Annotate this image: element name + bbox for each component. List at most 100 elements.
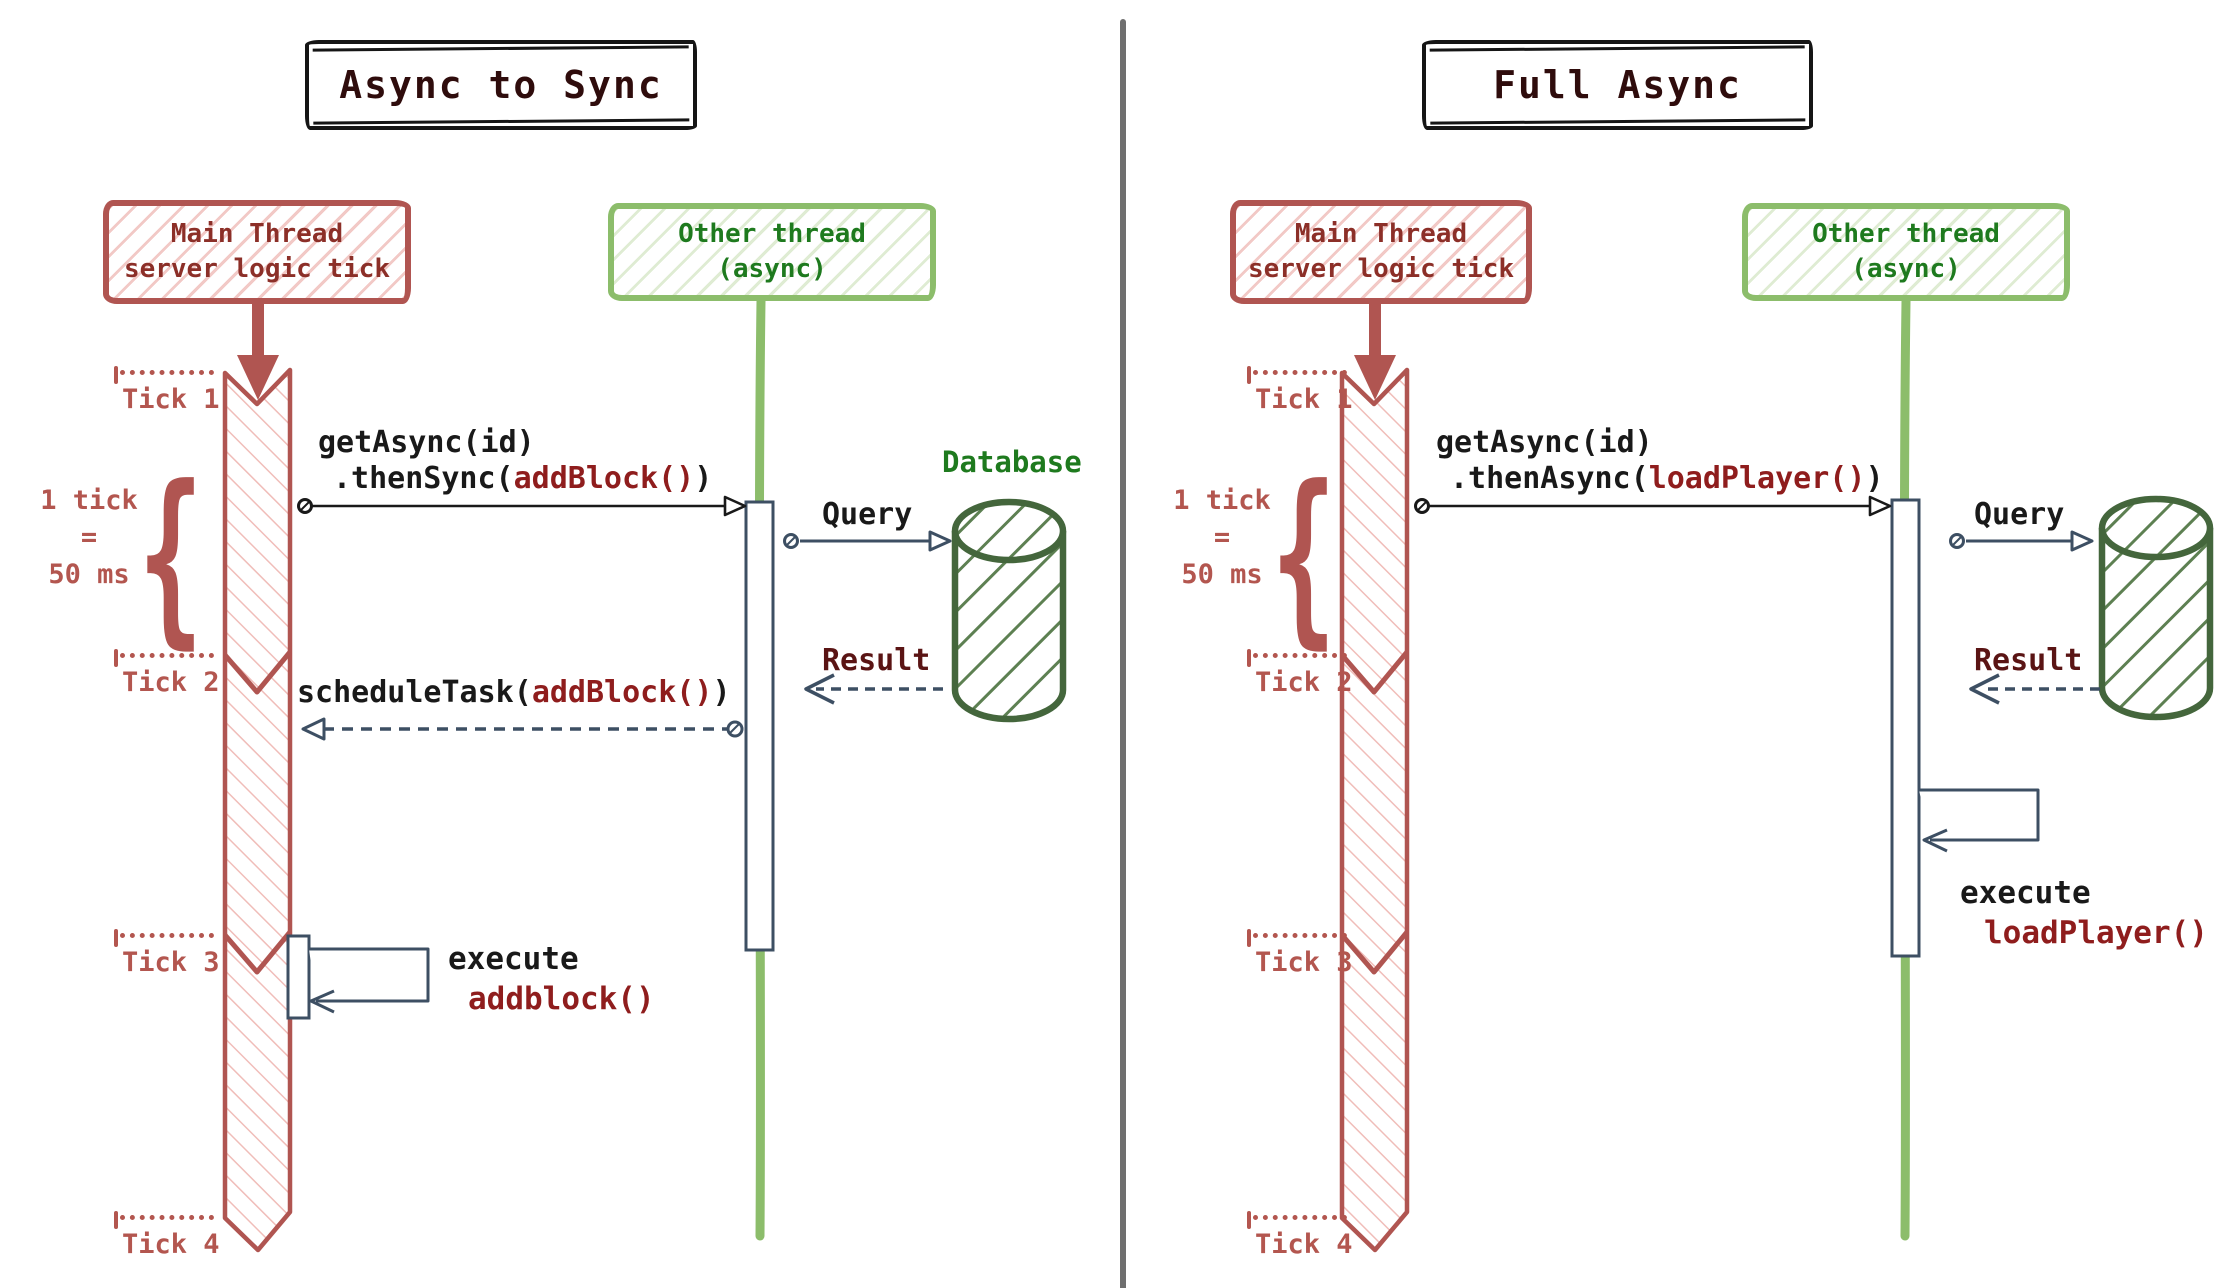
result-arrowhead [804,673,835,705]
main-thread-actor-line2: server logic tick [123,254,391,284]
other-thread-actor-line2: (async) [717,254,827,284]
self-call-loop-right [1919,788,2040,842]
execute-label-line2-right: loadPlayer() [1984,915,2208,951]
main-thread-connector-arrowhead-right [1354,355,1396,400]
schedule-return-arrowhead [301,717,326,741]
other-thread-activation-bar [744,500,775,952]
tick3-label: Tick 3 [122,947,220,978]
main-thread-actor-box: Main Thread server logic tick [103,200,411,304]
other-thread-activation-bar-right [1890,498,1921,958]
schedule-label: scheduleTask(addBlock()) [297,675,731,711]
other-thread-actor-line1: Other thread [678,218,866,249]
tick3-boundary-chevron-right [1340,930,1409,975]
tick1-mark-right [1247,366,1251,384]
main-thread-actor-box-right: Main Thread server logic tick [1230,200,1532,304]
tick1-mark [114,366,118,384]
call-label-line2-right: .thenAsync(loadPlayer()) [1450,461,1884,497]
tick-duration-brace: { [138,446,204,667]
tick-duration-note: 1 tick = 50 ms [34,482,144,593]
panel-title-text: Async to Sync [339,63,663,107]
query-origin-circle-slash-right [1951,535,1963,547]
other-thread-actor-box-right: Other thread (async) [1742,203,2070,301]
schedule-label-post: ) [712,675,731,710]
tick4-label-right: Tick 4 [1255,1229,1353,1260]
main-thread-actor-line1: Main Thread [170,218,344,249]
call-arrowhead-right [1868,495,1892,517]
query-label: Query [822,497,913,532]
result-arrowhead-right [1969,673,2000,705]
tick-duration-note-right: 1 tick = 50 ms [1167,482,1277,593]
tick1-dotline-right [1253,370,1347,375]
tick-duration-line3-right: 50 ms [1181,559,1263,590]
main-thread-lifeline-band-right [1339,367,1410,1253]
execute-label-line1: execute [448,941,579,977]
call-label-line2-fn-right: loadPlayer() [1648,461,1866,496]
database-cylinder-top-right [2098,495,2214,561]
panel-title-async-to-sync: Async to Sync [305,40,697,130]
result-label-right: Result [1974,643,2083,678]
result-label: Result [822,643,931,678]
tick2-label: Tick 2 [122,667,220,698]
tick2-mark-right [1247,649,1251,667]
schedule-origin-circle-slash [728,722,741,735]
tick1-label-right: Tick 1 [1255,384,1353,415]
call-origin-circle-slash [299,500,311,512]
call-label-line1-right: getAsync(id) [1436,425,1653,460]
call-label-line2-post-right: ) [1865,461,1884,496]
self-call-arrowhead [309,989,335,1014]
call-arrowhead [723,495,747,517]
tick4-label: Tick 4 [122,1229,220,1260]
tick2-dotline-right [1253,653,1347,658]
tick4-dotline [120,1215,214,1220]
tick2-mark [114,649,118,667]
other-thread-actor-line2-right: (async) [1851,254,1961,284]
tick4-mark [114,1211,118,1229]
database-cylinder-body-right [2098,528,2214,721]
call-label-line1: getAsync(id) [318,425,535,460]
tick3-boundary-chevron [223,930,292,975]
tick-duration-line2-right: = [1213,522,1231,553]
other-thread-actor-line1-right: Other thread [1812,218,2000,249]
database-label: Database [942,445,1082,479]
main-thread-self-activation [286,934,311,1020]
tick2-boundary-chevron-right [1340,650,1409,695]
call-label-line2-fn: addBlock() [513,461,695,496]
tick4-mark-right [1247,1211,1251,1229]
self-call-arrowhead-right [1922,828,1948,853]
main-thread-actor-line1-right: Main Thread [1294,218,1468,249]
schedule-label-pre: scheduleTask( [297,675,532,710]
call-label-line2: .thenSync(addBlock()) [333,461,713,497]
tick4-dotline-right [1253,1215,1347,1220]
tick1-label: Tick 1 [122,384,220,415]
query-label-right: Query [1974,497,2065,532]
other-thread-actor-box: Other thread (async) [608,203,936,301]
call-origin-circle-slash-right [1416,500,1428,512]
tick3-label-right: Tick 3 [1255,947,1353,978]
main-thread-lifeline-band [222,367,293,1253]
database-cylinder-body [951,531,1067,723]
tick-duration-brace-right: { [1271,446,1337,667]
panel-title-full-async: Full Async [1422,40,1813,130]
database-cylinder-top [951,498,1067,564]
tick2-boundary-chevron [223,650,292,695]
tick-duration-line1-right: 1 tick [1173,485,1271,516]
self-call-loop [309,947,430,1003]
tick-duration-line1: 1 tick [40,485,138,516]
tick-duration-line2: = [80,522,98,553]
tick2-label-right: Tick 2 [1255,667,1353,698]
execute-label-line1-right: execute [1960,875,2091,911]
main-thread-actor-line2-right: server logic tick [1247,254,1515,284]
call-label-line2-pre-right: .thenAsync( [1450,461,1649,496]
tick3-dotline-right [1253,933,1347,938]
query-arrowhead [928,530,952,552]
schedule-label-fn: addBlock() [531,675,713,710]
query-arrowhead-right [2070,530,2094,552]
tick3-dotline [120,933,214,938]
tick3-mark-right [1247,929,1251,947]
call-label-line2-post: ) [694,461,713,496]
main-thread-connector-arrowhead [237,355,279,400]
execute-label-line2: addblock() [468,981,655,1017]
tick-duration-line3: 50 ms [48,559,130,590]
